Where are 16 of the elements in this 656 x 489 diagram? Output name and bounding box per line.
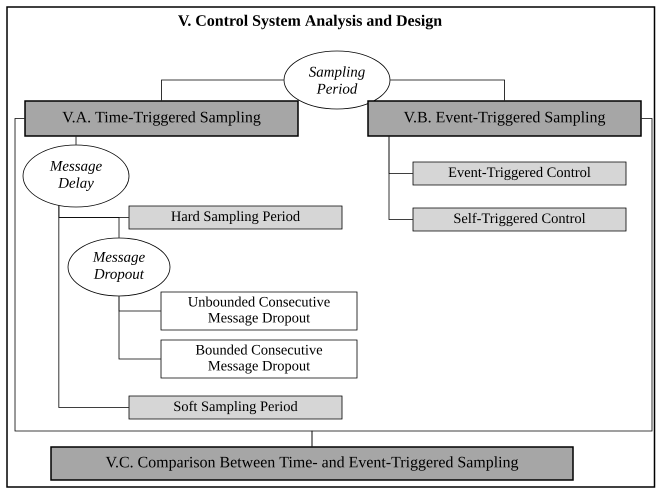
section-box: V.A. Time-Triggered Sampling — [24, 100, 299, 137]
connector-line — [388, 136, 413, 220]
subsection-box: Soft Sampling Period — [128, 396, 342, 420]
subsection-box: Self-Triggered Control — [412, 208, 626, 232]
connector-line — [312, 118, 652, 447]
topic-box: Bounded Consecutive Message Dropout — [160, 340, 358, 378]
section-box: V.C. Comparison Between Time- and Event-Triggered Sampling — [50, 446, 574, 481]
connector-line — [118, 296, 161, 360]
connector-line — [58, 205, 120, 238]
section-box: V.B. Event-Triggered Sampling — [367, 100, 642, 137]
subsection-box: Hard Sampling Period — [128, 206, 342, 230]
connector-line — [161, 80, 284, 101]
subsection-box: Event-Triggered Control — [412, 162, 626, 186]
connector-line — [390, 80, 505, 101]
title: V. Control System Analysis and Design — [178, 14, 442, 30]
topic-box: Unbounded Consecutive Message Dropout — [160, 292, 358, 330]
